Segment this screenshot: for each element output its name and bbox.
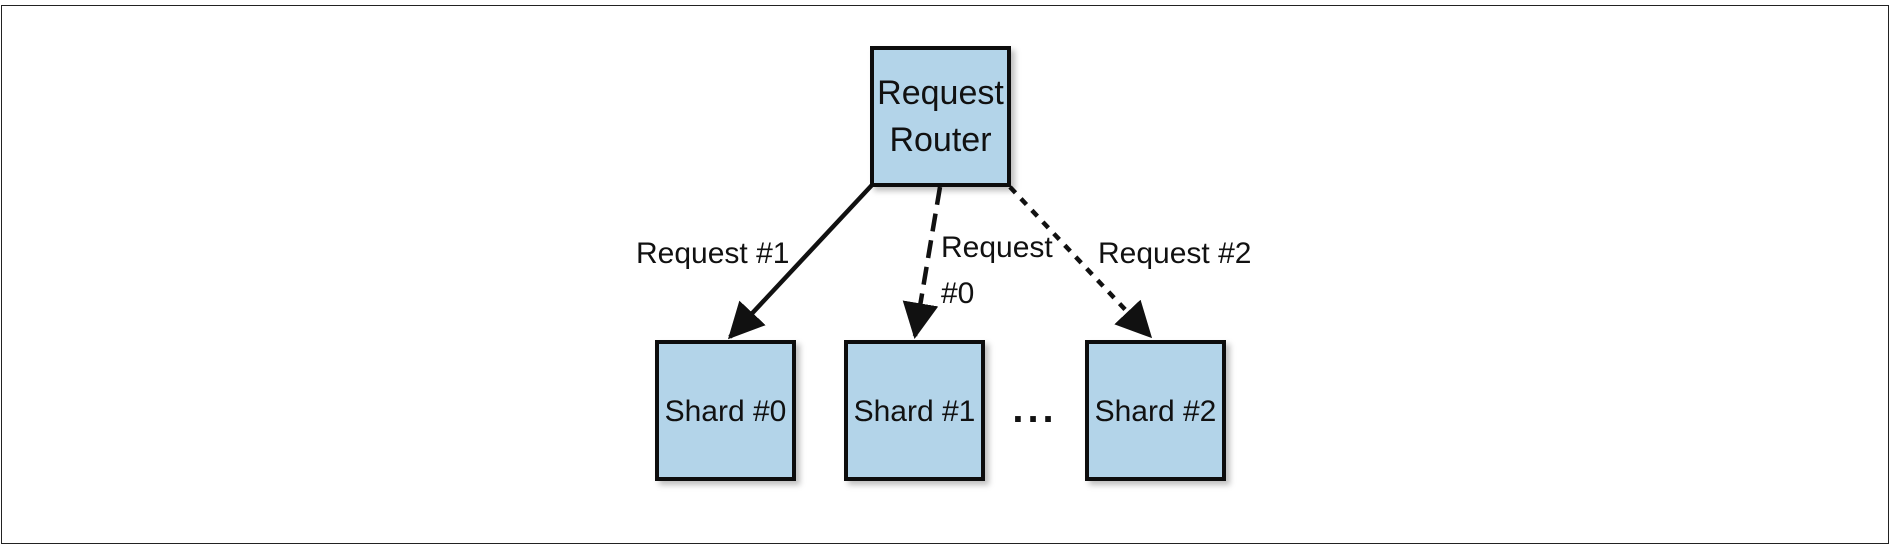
request-router-node: Request Router <box>870 46 1011 187</box>
edge-request-1 <box>727 183 874 340</box>
edge-label-request-1: Request #1 <box>636 237 789 270</box>
shard-1-label: Shard #1 <box>854 395 976 428</box>
shard-1-node: Shard #1 <box>844 340 985 481</box>
router-label-line1: Request <box>877 74 1004 112</box>
router-label-line2: Router <box>889 121 991 159</box>
edge-request-2 <box>1008 185 1153 339</box>
shard-0-node: Shard #0 <box>655 340 796 481</box>
shard-0-label: Shard #0 <box>665 395 787 428</box>
shards-ellipsis: ... <box>1012 387 1057 431</box>
shard-2-label: Shard #2 <box>1095 395 1217 428</box>
edge-label-request-2: Request #2 <box>1098 237 1251 270</box>
edge-label-request-0-line1: Request <box>941 231 1053 264</box>
shard-2-node: Shard #2 <box>1085 340 1226 481</box>
edge-request-0 <box>902 186 943 339</box>
edge-label-request-0-line2: #0 <box>941 277 974 310</box>
